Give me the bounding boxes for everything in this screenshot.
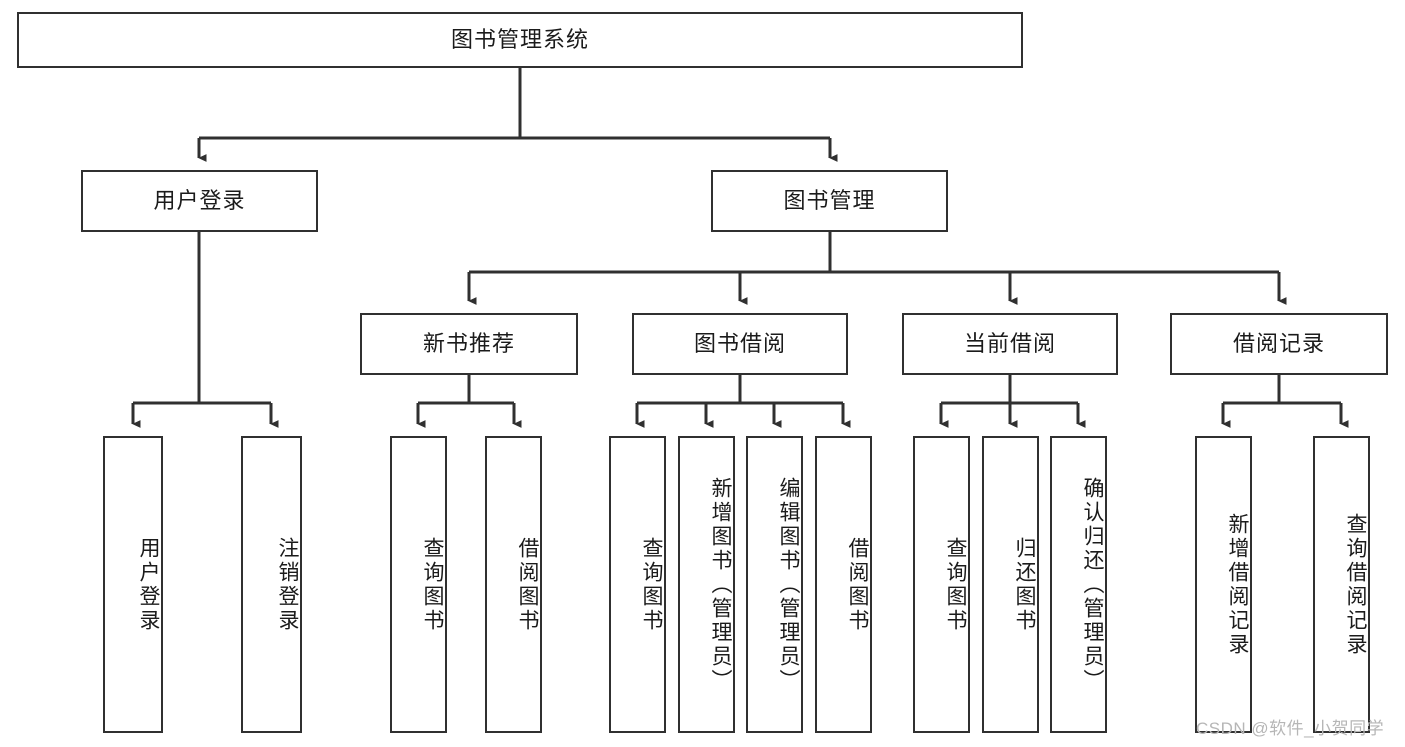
node-current-borrow[interactable]: 当前借阅	[902, 313, 1118, 375]
node-leaf-label: 新增借阅记录	[1226, 512, 1249, 657]
node-leaf-label: 用户登录	[137, 536, 160, 633]
node-leaf-user-login[interactable]: 用户登录	[103, 436, 163, 733]
node-leaf-confirm-return[interactable]: 确认归还（管理员）	[1050, 436, 1107, 733]
node-leaf-borrow-book-2[interactable]: 借阅图书	[815, 436, 872, 733]
node-leaf-query-book-2[interactable]: 查询图书	[609, 436, 666, 733]
node-leaf-label: 注销登录	[276, 536, 299, 633]
node-book-borrow[interactable]: 图书借阅	[632, 313, 848, 375]
node-leaf-add-book[interactable]: 新增图书（管理员）	[678, 436, 735, 733]
csdn-watermark: CSDN @软件_小贺同学	[1196, 719, 1385, 738]
node-leaf-edit-book[interactable]: 编辑图书（管理员）	[746, 436, 803, 733]
node-leaf-label: 查询借阅记录	[1344, 512, 1367, 657]
node-leaf-label: 借阅图书	[846, 536, 869, 633]
node-leaf-add-borrow-record[interactable]: 新增借阅记录	[1195, 436, 1252, 733]
node-leaf-borrow-book-1[interactable]: 借阅图书	[485, 436, 542, 733]
node-leaf-query-book-1[interactable]: 查询图书	[390, 436, 447, 733]
node-borrow-record[interactable]: 借阅记录	[1170, 313, 1388, 375]
node-leaf-query-borrow-record[interactable]: 查询借阅记录	[1313, 436, 1370, 733]
node-leaf-query-book-3[interactable]: 查询图书	[913, 436, 970, 733]
node-leaf-label: 查询图书	[640, 536, 663, 633]
node-root-book-management-system[interactable]: 图书管理系统	[17, 12, 1023, 68]
node-leaf-label: 借阅图书	[516, 536, 539, 633]
node-leaf-return-book[interactable]: 归还图书	[982, 436, 1039, 733]
node-leaf-label: 查询图书	[421, 536, 444, 633]
node-leaf-label: 新增图书（管理员）	[709, 476, 732, 693]
node-new-book-recommend[interactable]: 新书推荐	[360, 313, 578, 375]
node-leaf-label: 查询图书	[944, 536, 967, 633]
node-leaf-label: 归还图书	[1013, 536, 1036, 633]
node-user-login[interactable]: 用户登录	[81, 170, 318, 232]
node-leaf-label: 编辑图书（管理员）	[777, 476, 800, 693]
node-leaf-logout-login[interactable]: 注销登录	[241, 436, 302, 733]
node-leaf-label: 确认归还（管理员）	[1081, 476, 1104, 693]
node-book-management[interactable]: 图书管理	[711, 170, 948, 232]
